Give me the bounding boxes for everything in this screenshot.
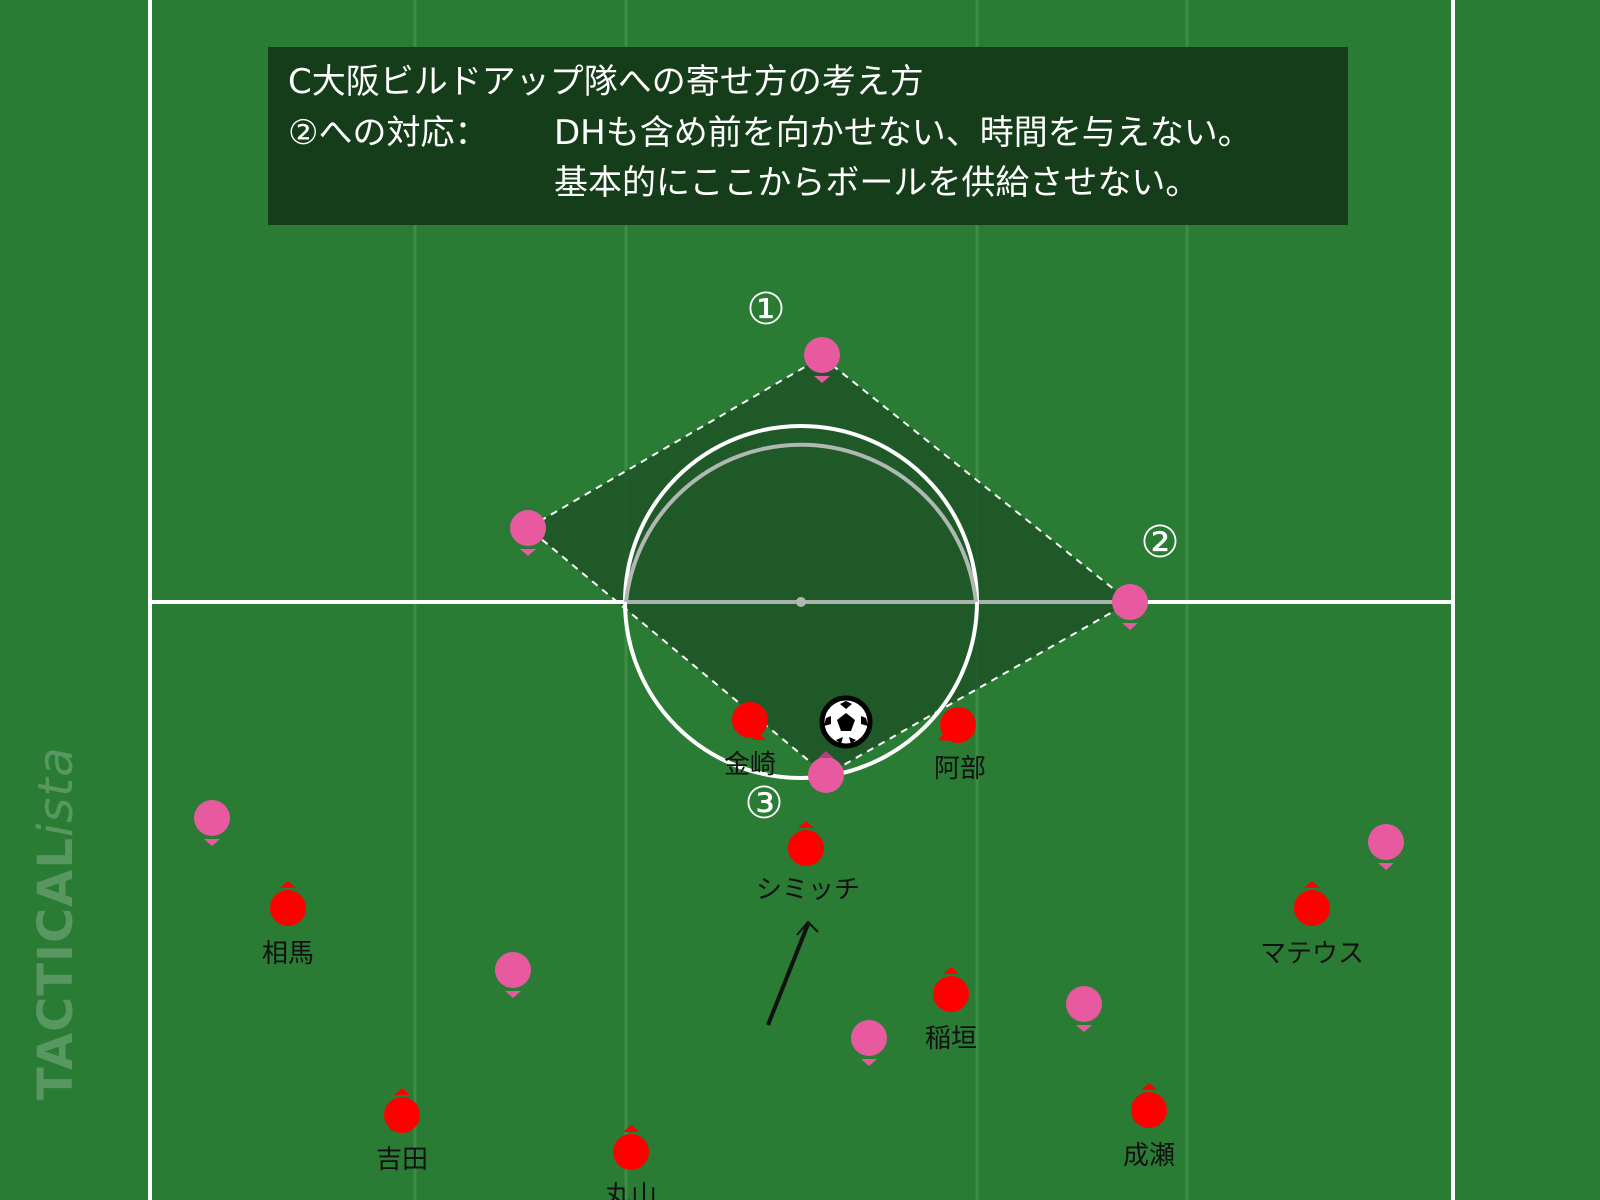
caption-box: C大阪ビルドアップ隊への寄せ方の考え方 ②への対応： DHも含め前を向かせない、… [268,47,1348,225]
caption-response-label: ②への対応： [288,113,489,153]
player-label-mateus: マテウス [1260,939,1364,969]
away-player [194,800,230,846]
home-player [732,702,768,740]
movement-arrow-head [796,920,819,936]
home-player [1294,881,1330,926]
away-player [1368,824,1404,870]
soccer-ball-icon [819,695,873,749]
center-circle [623,424,979,780]
away-player [495,952,531,998]
player-label-kanazaki: 金崎 [724,750,776,780]
home-player [613,1125,649,1170]
away-player [851,1020,887,1066]
home-player [384,1088,420,1133]
away-player [510,510,546,556]
pressing-area [528,357,1130,775]
player-label-inagaki: 稲垣 [925,1024,977,1054]
away-player [1066,986,1102,1032]
marker-1: ① [746,284,785,335]
marker-2: ② [1140,517,1179,568]
movement-arrow-line [766,923,810,1026]
marker-3: ③ [744,778,783,829]
center-circle-shaded-arc [624,442,978,603]
player-label-abe: 阿部 [934,754,986,784]
away-player [1112,584,1148,630]
home-player [933,967,969,1012]
watermark-logo: TACTICALista [28,746,84,1100]
home-player [788,821,824,866]
player-label-naruse: 成瀬 [1123,1141,1175,1171]
player-label-simic: シミッチ [756,875,860,905]
home-player [1131,1083,1167,1128]
home-player [270,881,306,926]
player-label-soma: 相馬 [262,939,314,969]
watermark-main: TACTICAL [28,837,84,1100]
caption-response-text: DHも含め前を向かせない、時間を与えない。 [554,113,1252,153]
player-label-maruyama: 丸山 [605,1181,657,1200]
home-player [938,707,976,743]
player-label-yoshida: 吉田 [376,1145,428,1175]
caption-title: C大阪ビルドアップ隊への寄せ方の考え方 [288,62,924,102]
center-spot [796,597,806,607]
watermark-italic: ista [28,746,84,838]
away-player [808,751,844,793]
caption-response-text-2: 基本的にここからボールを供給させない。 [554,163,1200,203]
away-player [804,337,840,383]
